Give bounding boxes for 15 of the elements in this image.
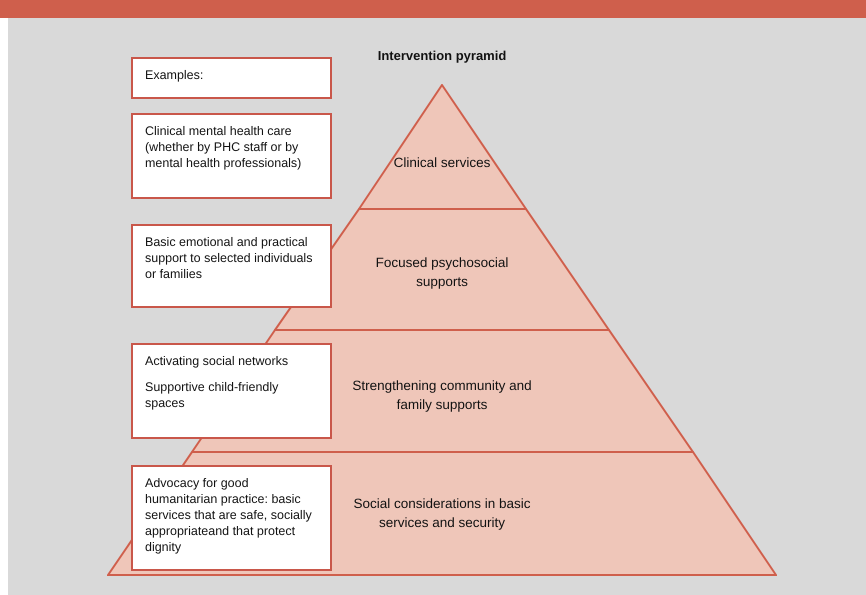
example-card [131, 224, 332, 308]
example-text: Clinical mental health care (whether by PHC staff or by mental health professionals) [145, 123, 302, 171]
example-card [131, 113, 332, 199]
example-card [131, 57, 332, 99]
diagram-title: Intervention pyramid [376, 48, 508, 63]
example-card [131, 343, 332, 439]
tier-label: Social considerations in basic services and security [352, 495, 532, 532]
example-text: Basic emotional and practical support to selected individuals or families [145, 234, 314, 282]
tier-label: Strengthening community and family supports [351, 377, 533, 414]
example-text: Activating social networks [145, 353, 290, 369]
example-text: Examples: [145, 67, 204, 83]
tier-label: Focused psychosocial supports [374, 254, 510, 291]
example-text: Supportive child-friendly spaces [145, 379, 280, 411]
example-text: Advocacy for good humanitarian practice: basic services that are safe, socially appropriateand that protect dignity [145, 475, 313, 555]
tier-label: Clinical services [392, 154, 492, 172]
